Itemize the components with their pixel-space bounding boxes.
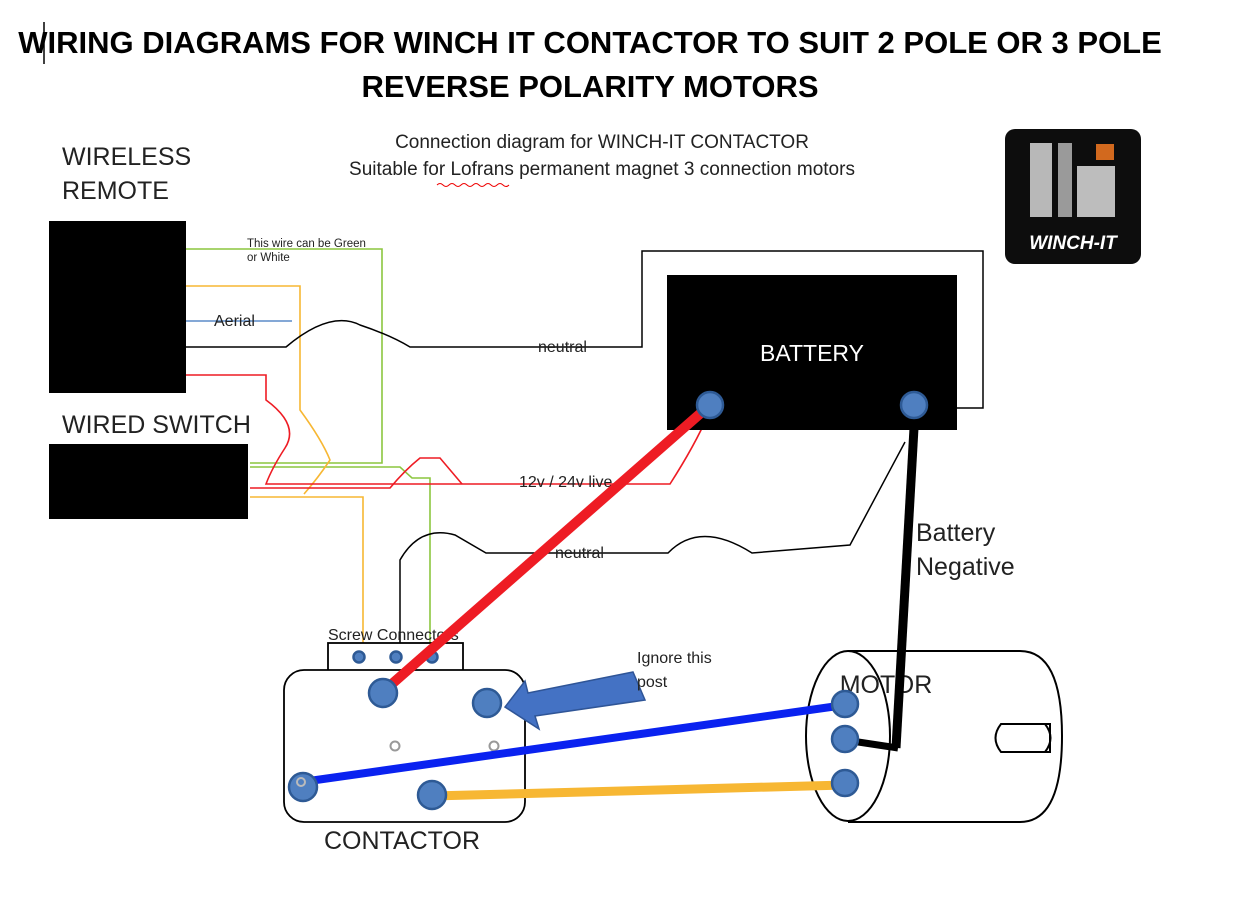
motor-terminal-1 — [830, 689, 860, 719]
motor-terminal-3 — [830, 768, 860, 798]
battery-positive-terminal — [695, 390, 725, 420]
green-wire — [186, 248, 431, 652]
subtitle-line2: Suitable for Lofrans permanent magnet 3 … — [349, 159, 855, 180]
battery-positive-cable — [381, 401, 714, 694]
wireless-remote-label-line1: WIRELESS — [62, 143, 191, 171]
wired-switch-label: WIRED SWITCH — [62, 411, 251, 439]
neutral-label-top: neutral — [538, 339, 587, 356]
ignore-post-label-line2: post — [637, 674, 668, 691]
wired-switch-box — [49, 444, 248, 519]
motor-shaft-end — [1044, 723, 1052, 753]
spellcheck-underline — [436, 183, 510, 187]
red-wire — [186, 374, 709, 489]
green-wire-note-line2: or White — [247, 252, 290, 264]
page-title-line2: REVERSE POLARITY MOTORS — [361, 69, 818, 104]
neutral-label-bottom: neutral — [555, 545, 604, 562]
blue-motor-cable — [301, 701, 846, 786]
screw-connector-1 — [352, 650, 366, 664]
contactor-post-hole — [296, 777, 306, 787]
wireless-remote-box — [49, 221, 186, 393]
subtitle-line1: Connection diagram for WINCH-IT CONTACTO… — [395, 132, 809, 153]
mounting-hole-right — [488, 740, 500, 752]
battery-negative-label-line2: Negative — [916, 553, 1015, 581]
mounting-hole-left — [389, 740, 401, 752]
contactor-post-blue — [287, 771, 319, 803]
screw-connector-2 — [389, 650, 403, 664]
battery-negative-label-line1: Battery — [916, 519, 996, 547]
winch-it-logo: WINCH-IT — [1005, 129, 1141, 264]
green-wire-note-line1: This wire can be Green — [247, 238, 366, 250]
contactor-body — [283, 642, 526, 823]
battery-negative-terminal — [899, 390, 929, 420]
ignore-post-label-line1: Ignore this — [637, 650, 712, 667]
wireless-remote-label-line2: REMOTE — [62, 177, 169, 205]
contactor-post-top-left — [367, 677, 399, 709]
orange-motor-cable — [431, 780, 846, 801]
screw-connectors-label: Screw Connectors — [328, 627, 459, 644]
page-title-line1: WIRING DIAGRAMS FOR WINCH IT CONTACTOR T… — [18, 25, 1162, 60]
neutral-wire-top — [186, 250, 984, 409]
contactor-post-ignore — [471, 687, 503, 719]
motor-terminal-2 — [830, 724, 860, 754]
neutral-wire-bottom — [399, 441, 906, 656]
orange-wire — [186, 285, 364, 656]
live-label: 12v / 24v live — [519, 474, 612, 491]
logo-text: WINCH-IT — [1029, 233, 1118, 254]
contactor-label: CONTACTOR — [324, 827, 480, 855]
ignore-post-arrow — [503, 671, 647, 731]
battery-negative-cable — [891, 427, 919, 749]
aerial-label: Aerial — [214, 313, 255, 330]
contactor-post-orange — [416, 779, 448, 811]
battery-label: BATTERY — [760, 340, 864, 366]
